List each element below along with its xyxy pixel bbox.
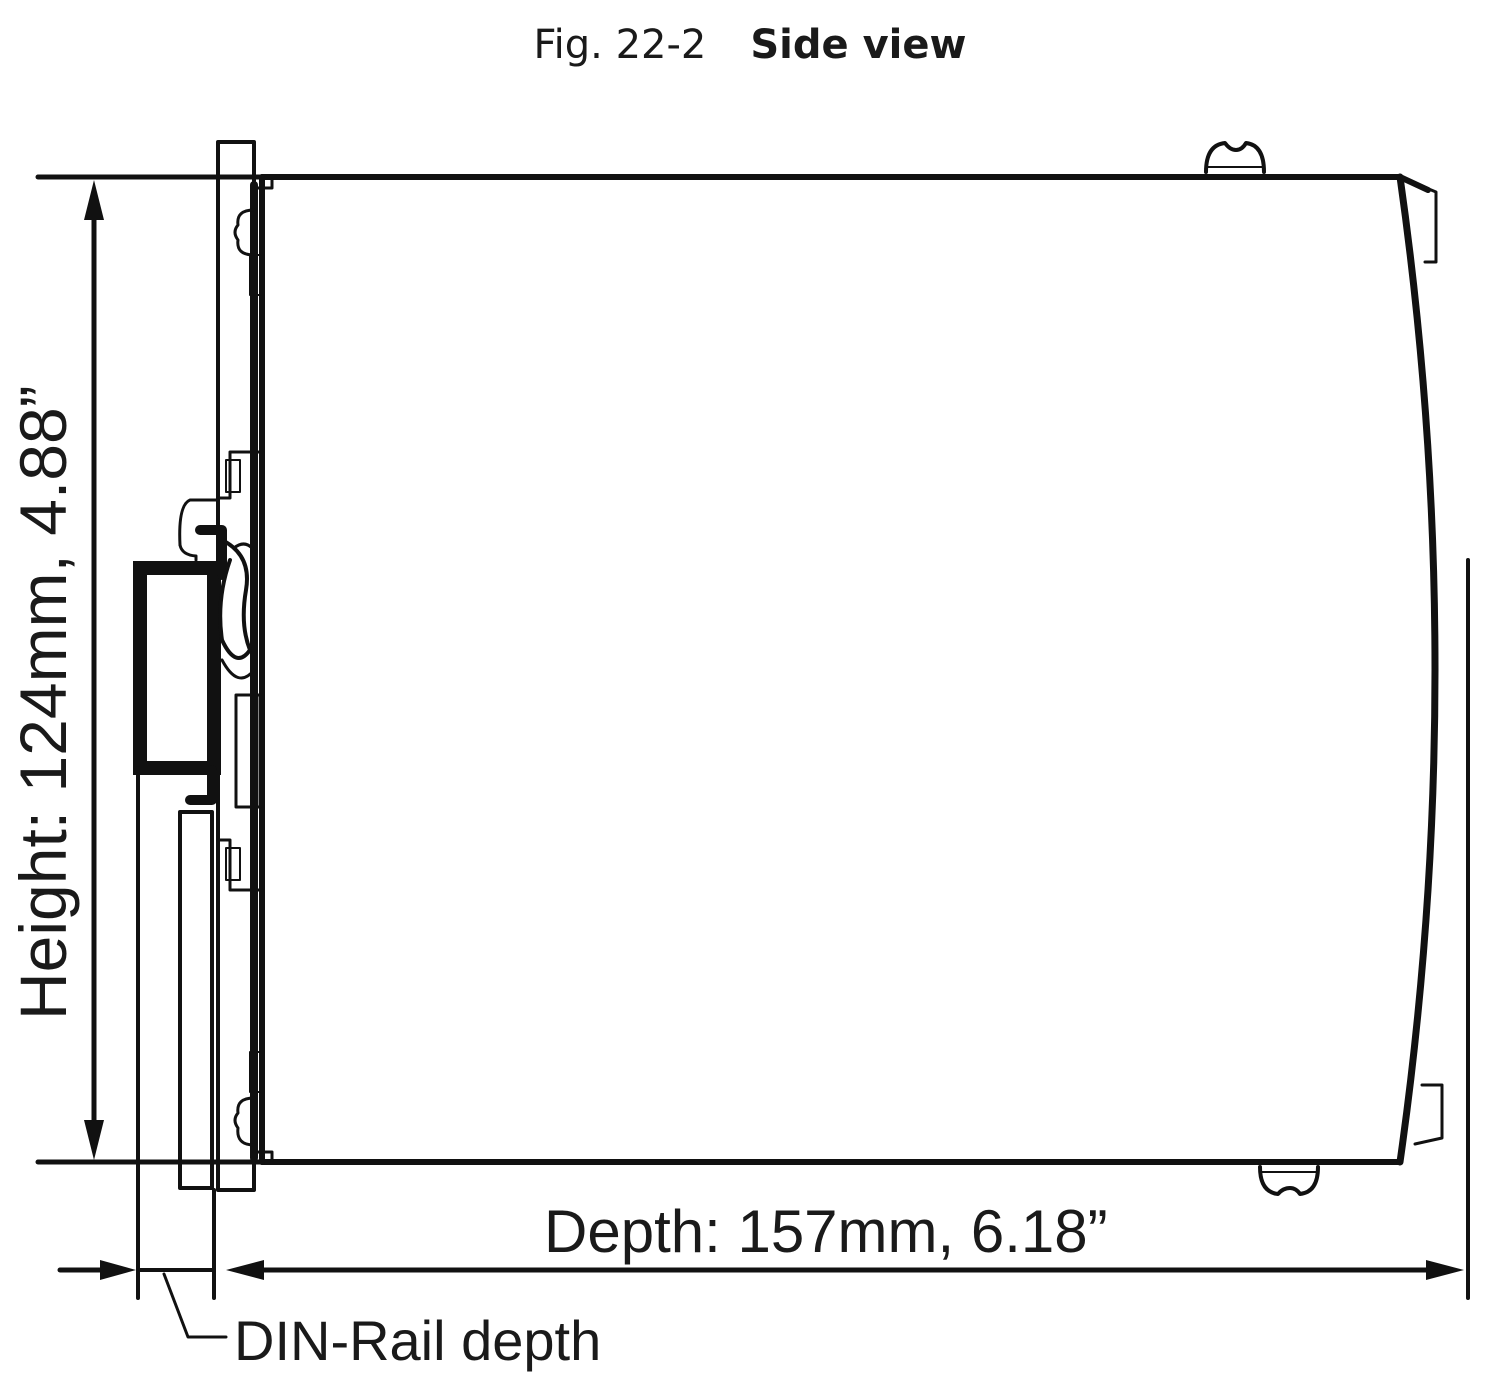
figure-caption: Fig. 22-2 Side view — [0, 22, 1500, 68]
din-rail-depth-arrow — [57, 1260, 228, 1339]
height-dimension-arrow — [84, 180, 104, 1160]
din-rail-depth-label: DIN-Rail depth — [234, 1309, 601, 1372]
bottom-screw-head — [1258, 1165, 1320, 1196]
din-rail-profile — [133, 498, 256, 1190]
depth-dimension-arrow — [226, 1260, 1464, 1280]
figure-number: Fig. 22-2 — [533, 22, 707, 68]
height-label: Height: 124mm, 4.88” — [6, 385, 80, 1020]
housing-body — [259, 173, 1444, 1166]
figure-title: Side view — [750, 22, 967, 68]
depth-label: Depth: 157mm, 6.18” — [544, 1198, 1108, 1265]
top-screw-head — [1204, 141, 1266, 174]
